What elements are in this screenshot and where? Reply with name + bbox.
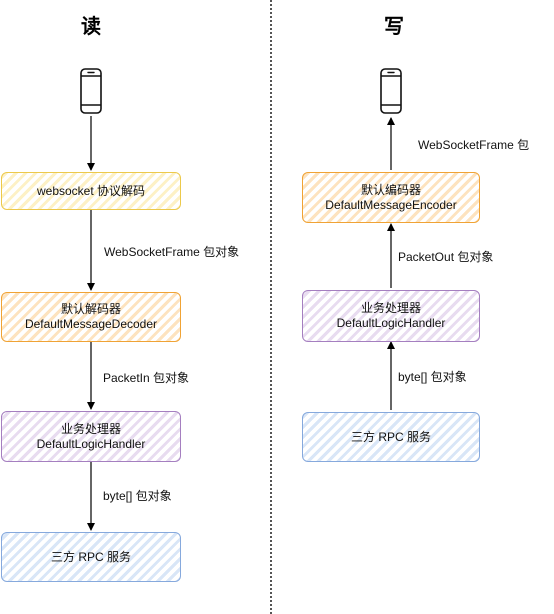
read-websocket-decode-node: websocket 协议解码: [1, 172, 181, 210]
mobile-phone-icon: [80, 68, 102, 114]
node-label-cn: 业务处理器: [360, 301, 421, 315]
node-label-en: DefaultLogicHandler: [36, 436, 146, 451]
read-title: 读: [81, 16, 101, 38]
read-edge-label-packet-in: PacketIn 包对象: [103, 371, 190, 385]
node-label-cn: 默认编码器: [360, 182, 421, 197]
write-edge-label-frame: WebSocketFrame 包: [418, 138, 530, 152]
node-label-cn: 业务处理器: [60, 421, 121, 436]
column-divider: [270, 0, 272, 614]
write-title: 写: [384, 16, 404, 38]
node-label: websocket 协议解码: [36, 183, 146, 198]
read-default-message-decoder-node: 默认解码器 DefaultMessageDecoder: [1, 292, 181, 342]
read-default-logic-handler-node: 业务处理器 DefaultLogicHandler: [1, 411, 181, 462]
write-third-party-rpc-node: 三方 RPC 服务: [302, 412, 480, 462]
node-label-en: DefaultLogicHandler: [336, 316, 446, 330]
write-default-logic-handler-node: 业务处理器 DefaultLogicHandler: [302, 290, 480, 342]
write-edge-label-bytes: byte[] 包对象: [398, 370, 467, 384]
write-edge-label-packet-out: PacketOut 包对象: [398, 250, 494, 264]
write-default-message-encoder-node: 默认编码器 DefaultMessageEncoder: [302, 172, 480, 223]
mobile-phone-icon: [380, 68, 402, 114]
node-label-en: DefaultMessageDecoder: [24, 317, 158, 331]
node-label-cn: 默认解码器: [60, 302, 121, 316]
read-third-party-rpc-node: 三方 RPC 服务: [1, 532, 181, 582]
read-edge-label-frame: WebSocketFrame 包对象: [104, 245, 240, 259]
node-label: 三方 RPC 服务: [350, 429, 431, 444]
read-edge-label-bytes: byte[] 包对象: [103, 489, 172, 503]
node-label-en: DefaultMessageEncoder: [325, 197, 457, 212]
node-label: 三方 RPC 服务: [50, 549, 131, 564]
